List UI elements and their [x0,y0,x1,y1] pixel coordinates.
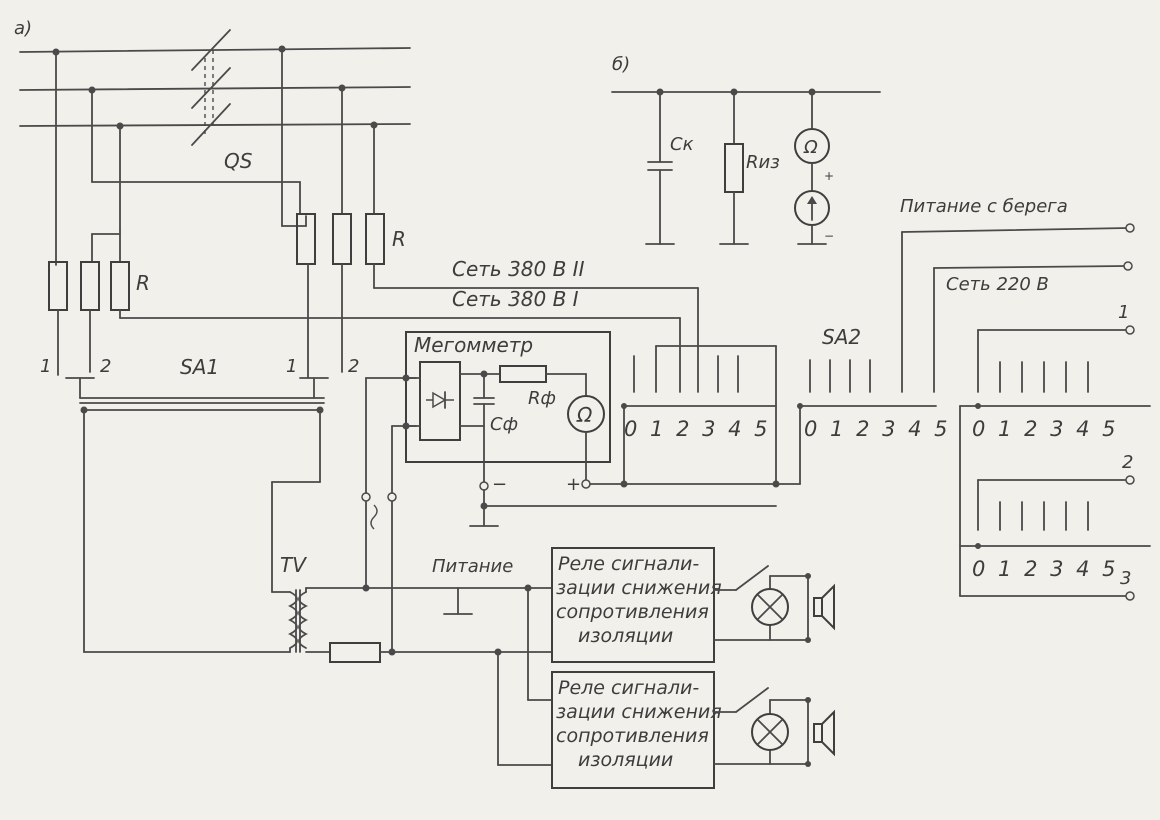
qs-label: QS [224,149,253,173]
relay-1-line-3: сопротивления [556,601,709,623]
left-r-label: R [136,271,150,295]
loudspeaker-icon [813,583,835,631]
output-3-label: 3 [1120,568,1131,589]
signal-lamp-icon [751,713,789,751]
rf-label: Rф [528,388,556,409]
output-switch-2: 2 0 1 2 3 4 5 3 [959,405,1151,601]
shore-power-label: Питание с берега [900,196,1068,217]
ck-label: Ск [670,134,694,155]
left-phase-taps [52,48,301,266]
sa1-right-pos1: 1 [286,356,297,377]
cf-label: Сф [490,414,518,435]
tv-label: TV [280,553,307,577]
relay-2-line-3: сопротивления [556,725,709,747]
sa1-left-pos2: 2 [100,356,111,377]
relay-2-line-4: изоляции [578,749,673,771]
minus-sign: − [492,474,507,495]
sa2-positions: 0 1 2 3 4 5 [804,417,951,441]
right-resistor-group: R [296,213,406,265]
selector-switch-1: 0 1 2 3 4 5 [621,287,777,485]
panel-b-label: б) [612,54,630,75]
left-resistor-group: R [48,261,150,311]
signal-lamp-icon [751,588,789,626]
sa1-label: SA1 [180,355,219,379]
output-switch-2-positions: 0 1 2 3 4 5 [972,557,1119,581]
three-phase-bus [19,47,411,127]
qs-breaker: QS [191,29,253,173]
net-220-label: Сеть 220 В [946,274,1049,295]
right-r-label: R [392,227,406,251]
output-switch-1: 1 0 1 2 3 4 5 [959,302,1151,441]
source-plus: + [824,169,834,183]
ohm-symbol: Ω [576,403,593,427]
megohmmeter-label: Мегомметр [414,333,533,357]
output-switch-1-positions: 0 1 2 3 4 5 [972,417,1119,441]
ohm-symbol-b: Ω [803,137,818,158]
switch-1-positions: 0 1 2 3 4 5 [624,417,771,441]
insulation-equivalent-circuit: Ск Rиз Ω + − [611,88,881,245]
relay-2-line-2: зации снижения [556,701,722,723]
relay-1-line-1: Реле сигнали- [558,553,699,575]
loudspeaker-icon [813,709,835,757]
sa1-switch: 1 2 SA1 1 2 [40,263,699,414]
sa2-switch: SA2 0 1 2 3 4 5 Питание с берега Сеть 22… [797,196,1135,485]
secondary-wiring: Питание [305,377,553,766]
sa1-right-pos2: 2 [348,356,359,377]
sa2-label: SA2 [822,325,861,349]
riz-label: Rиз [746,152,780,173]
panel-a-label: а) [14,18,32,39]
tv-transformer: TV [280,553,309,653]
sa1-to-tv-wiring [83,409,321,653]
rectifier-diode-icon [426,391,454,409]
output-2-label: 2 [1122,452,1133,473]
megohmmeter: Мегомметр Сф Rф Ω − + [402,331,801,527]
right-phase-taps [278,45,378,227]
net-380-i-label: Сеть 380 В I [452,287,579,311]
relay-block-2: Реле сигнали- зации снижения сопротивлен… [551,671,835,789]
relay-1-line-2: зации снижения [556,577,722,599]
relay-2-line-1: Реле сигнали- [558,677,699,699]
power-label: Питание [432,556,513,577]
relay-block-1: Реле сигнали- зации снижения сопротивлен… [551,547,835,663]
output-1-label: 1 [1118,302,1129,323]
relay-1-line-4: изоляции [578,625,673,647]
sa1-left-pos1: 1 [40,356,51,377]
net-380-ii-label: Сеть 380 В II [452,257,585,281]
plus-sign: + [566,474,581,495]
source-minus: − [824,229,834,243]
